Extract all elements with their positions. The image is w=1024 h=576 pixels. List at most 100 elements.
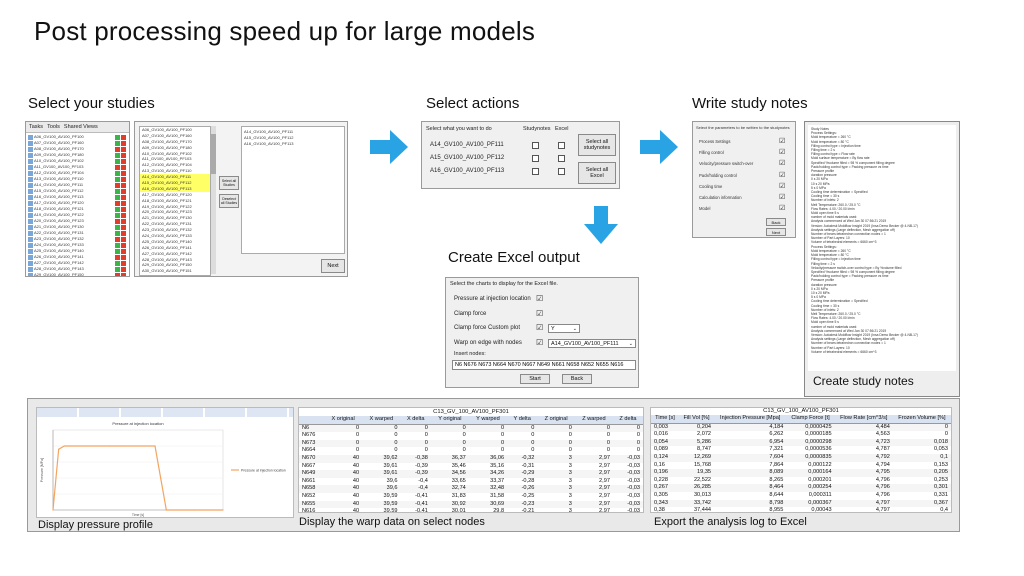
study-icon: [28, 152, 33, 158]
select-all-excel-button[interactable]: Select all Excel: [578, 162, 616, 184]
start-button[interactable]: Start: [520, 374, 550, 384]
study-list-item[interactable]: A15_GV100_AV100_PF112: [140, 180, 210, 186]
study-tree-item[interactable]: A17_GV100_AV100_PF120: [28, 200, 127, 206]
notes-line: Version: Autodesk Moldflow Insight 2019 …: [811, 223, 918, 228]
study-tree-item[interactable]: A12_GV100_AV100_PF104: [28, 170, 127, 176]
status-icon: [121, 242, 126, 248]
study-list-item[interactable]: A13_GV100_AV100_PF110: [142, 168, 192, 174]
study-tree-item[interactable]: A21_GV100_AV100_PF130: [28, 224, 127, 230]
studynotes-checkbox[interactable]: [532, 155, 539, 162]
check-icon[interactable]: ☑: [779, 160, 786, 168]
check-icon[interactable]: ☑: [536, 337, 544, 347]
study-tree-item[interactable]: A23_GV100_AV100_PF132: [28, 236, 127, 242]
study-list-item[interactable]: A26_GV100_AV100_PF141: [142, 244, 192, 250]
study-list-item[interactable]: A21_GV100_AV100_PF130: [142, 215, 192, 221]
study-list-item[interactable]: A30_GV100_AV100_PF151: [142, 268, 192, 274]
check-icon[interactable]: ☑: [779, 194, 786, 201]
study-tree-item[interactable]: A22_GV100_AV100_PF131: [28, 230, 127, 236]
nodes-input[interactable]: [452, 360, 636, 370]
study-tree-item[interactable]: A24_GV100_AV100_PF133: [28, 242, 127, 248]
study-tree-item[interactable]: A13_GV100_AV100_PF110: [28, 176, 127, 182]
table-cell: 0: [500, 424, 505, 431]
study-list-item[interactable]: A19_GV100_AV100_PF122: [142, 203, 192, 209]
check-icon[interactable]: ☑: [779, 171, 786, 179]
excel-checkbox[interactable]: [558, 168, 565, 175]
study-tree-item[interactable]: A15_GV100_AV100_PF112: [28, 188, 127, 194]
study-tree-item[interactable]: A19_GV100_AV100_PF122: [28, 212, 127, 218]
table-cell: N676: [302, 432, 316, 439]
study-tree-item[interactable]: A10_GV100_AV100_PF102: [28, 158, 127, 164]
next-button[interactable]: Next: [766, 228, 786, 236]
check-icon[interactable]: ☑: [779, 138, 786, 145]
selected-study-item[interactable]: A15_GV100_AV100_PF112: [244, 135, 294, 140]
clamp-plot-select[interactable]: Y ⌄: [548, 324, 580, 333]
table-cell: 8,265: [769, 476, 784, 483]
study-tree-item[interactable]: A18_GV100_AV100_PF121: [28, 206, 127, 212]
notes-line: Number of inlets: 2: [811, 198, 839, 203]
studynotes-checkbox[interactable]: [532, 142, 539, 149]
check-icon[interactable]: ☑: [779, 149, 786, 157]
excel-checkbox[interactable]: [558, 155, 565, 162]
study-list-item[interactable]: A24_GV100_AV100_PF133: [142, 233, 192, 239]
study-tree-item[interactable]: A06_GV100_AV100_PF100: [28, 134, 127, 140]
study-list-item[interactable]: A10_GV100_AV100_PF102: [142, 150, 192, 156]
study-list-item[interactable]: A20_GV100_AV100_PF123: [142, 209, 192, 215]
selected-study-item[interactable]: A14_GV100_AV100_PF111: [244, 129, 294, 134]
check-icon[interactable]: ☑: [779, 205, 786, 213]
study-list-item[interactable]: A06_GV100_AV100_PF100: [142, 127, 192, 132]
study-tree-item[interactable]: A20_GV100_AV100_PF123: [28, 218, 127, 224]
study-tree-item[interactable]: A25_GV100_AV100_PF140: [28, 248, 127, 254]
study-list-item[interactable]: A25_GV100_AV100_PF140: [142, 238, 192, 244]
tab-tools[interactable]: Tools: [47, 124, 60, 130]
study-list-item[interactable]: A18_GV100_AV100_PF121: [142, 197, 192, 203]
study-list-item[interactable]: A16_GV100_AV100_PF113: [140, 185, 210, 192]
warp-study-select[interactable]: A14_GV100_AV100_PF111 ⌄: [548, 339, 636, 348]
study-tree-item[interactable]: A16_GV100_AV100_PF113: [28, 194, 127, 200]
study-list-item[interactable]: A17_GV100_AV100_PF120: [142, 191, 192, 197]
study-tree-item[interactable]: A09_GV100_AV100_PF180: [28, 152, 127, 158]
check-icon[interactable]: ☑: [536, 308, 544, 318]
back-button[interactable]: Back: [766, 218, 786, 226]
tab-shared-views[interactable]: Shared Views: [63, 124, 98, 130]
study-list-item[interactable]: A22_GV100_AV100_PF131: [142, 221, 192, 227]
notes-line: duration pressure: [811, 173, 837, 178]
selected-study-item[interactable]: A16_GV100_AV100_PF113: [244, 141, 294, 146]
study-tree-item[interactable]: A29_GV100_AV100_PF150: [28, 272, 127, 276]
table-header-cell: X delta: [400, 416, 431, 425]
study-tree-item[interactable]: A11_GV100_AV100_PF103: [28, 164, 127, 170]
check-icon[interactable]: ☑: [536, 294, 544, 303]
table-cell: 4,796: [875, 491, 890, 498]
status-icon: [115, 170, 120, 176]
select-all-studynotes-button[interactable]: Select all studynotes: [578, 134, 616, 156]
next-button[interactable]: Next: [321, 259, 345, 273]
study-list-scrollbar[interactable]: [211, 126, 216, 274]
study-list-item[interactable]: A09_GV100_AV100_PF180: [142, 144, 192, 150]
study-tree-item[interactable]: A07_GV100_AV100_PF160: [28, 140, 127, 146]
study-list-item[interactable]: A07_GV100_AV100_PF160: [142, 132, 192, 138]
deselect-all-studies-button[interactable]: Deselect all Studies: [219, 194, 239, 208]
study-list-item[interactable]: A11_GV100_AV100_PF103: [142, 156, 192, 162]
study-tree-item[interactable]: A27_GV100_AV100_PF142: [28, 260, 127, 266]
study-list-item[interactable]: A08_GV100_AV100_PF170: [142, 138, 192, 144]
study-tree-item[interactable]: A14_GV100_AV100_PF111: [28, 182, 127, 188]
back-button[interactable]: Back: [562, 374, 592, 384]
study-list-item[interactable]: A23_GV100_AV100_PF132: [142, 227, 192, 233]
study-list-item[interactable]: A28_GV100_AV100_PF143: [142, 256, 192, 262]
study-list-item[interactable]: A14_GV100_AV100_PF111: [140, 174, 210, 181]
scrollbar-thumb[interactable]: [211, 134, 216, 174]
study-list-item[interactable]: A29_GV100_AV100_PF150: [142, 262, 192, 268]
study-list-item[interactable]: A12_GV100_AV100_PF104: [142, 162, 192, 168]
studynotes-checkbox[interactable]: [532, 168, 539, 175]
excel-checkbox[interactable]: [558, 142, 565, 149]
check-icon[interactable]: ☑: [779, 182, 786, 190]
check-icon[interactable]: ☑: [536, 323, 544, 332]
select-all-studies-button[interactable]: Select all Studies: [219, 176, 239, 190]
tab-tasks[interactable]: Tasks: [29, 124, 44, 130]
study-tree-item[interactable]: A08_GV100_AV100_PF170: [28, 146, 127, 152]
study-list-item[interactable]: A27_GV100_AV100_PF142: [142, 250, 192, 256]
study-tree-item[interactable]: A26_GV100_AV100_PF141: [28, 254, 127, 260]
study-tree-item[interactable]: A28_GV100_AV100_PF143: [28, 266, 127, 272]
study-tree-label: A06_GV100_AV100_PF100: [34, 134, 84, 139]
